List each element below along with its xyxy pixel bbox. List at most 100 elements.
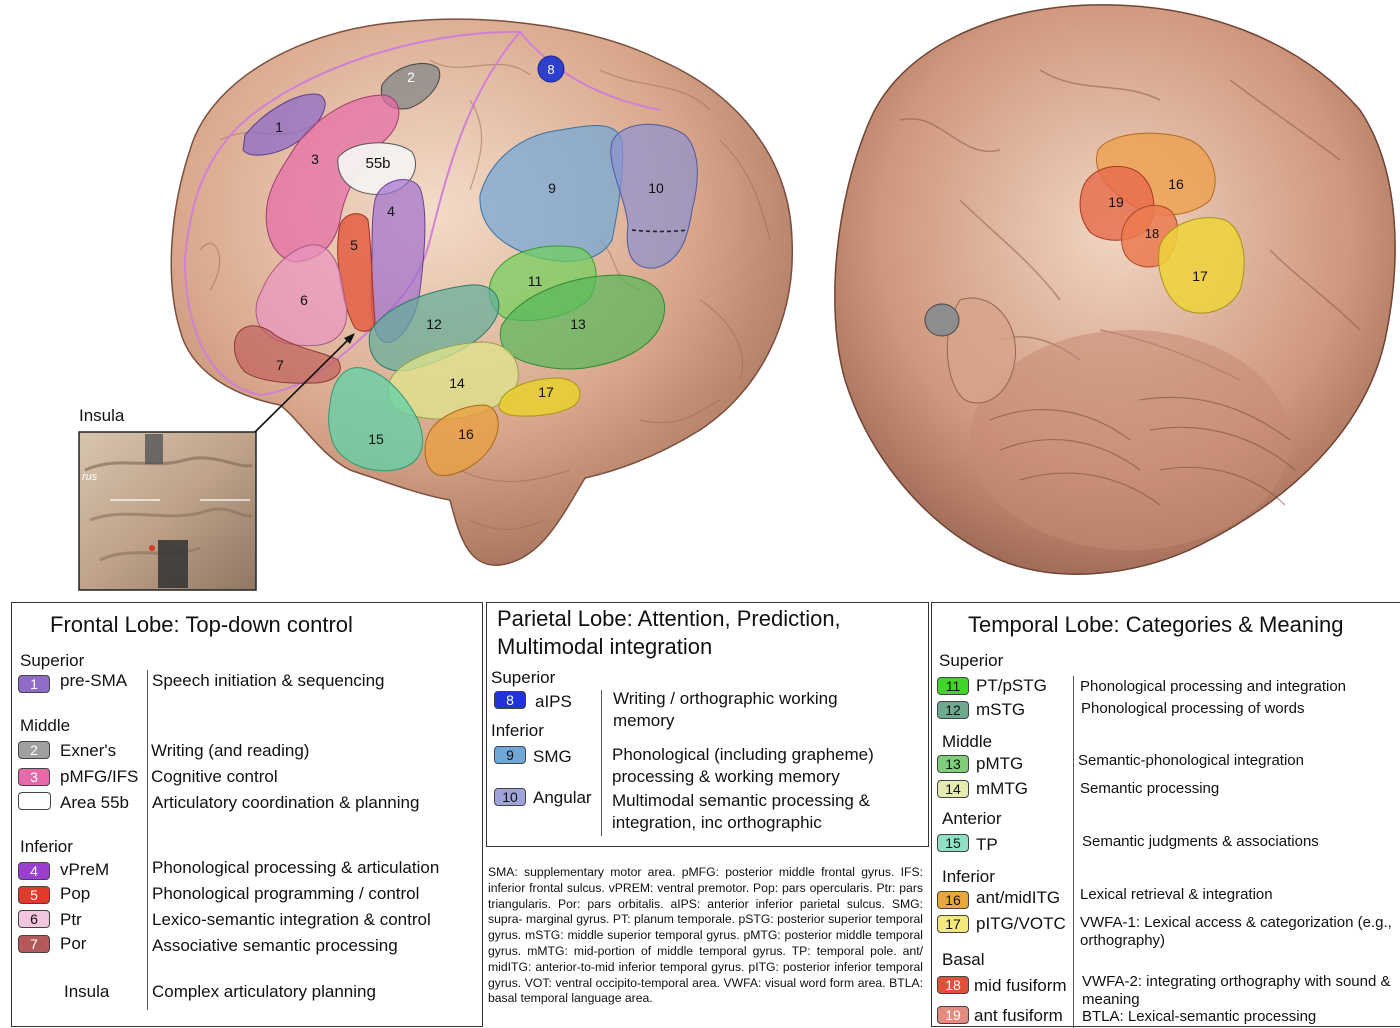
region-name-angular: Angular — [533, 788, 592, 808]
region-function: Lexico-semantic integration & control — [152, 910, 431, 930]
region-function: VWFA-2: integrating orthography with sou… — [1082, 973, 1400, 1009]
badge-16: 16 — [937, 891, 969, 909]
region-name-ptr: Ptr — [60, 910, 82, 930]
region-label: 17 — [538, 384, 554, 400]
brain-illustration: 1 2 3 55b 4 5 6 7 — [0, 0, 1400, 600]
section-anterior: Anterior — [942, 809, 1002, 829]
region-label: 12 — [426, 316, 442, 332]
region-function: Phonological processing of words — [1081, 700, 1400, 718]
region-name-pmfg-ifs: pMFG/IFS — [60, 767, 138, 787]
region-name-insula: Insula — [64, 982, 109, 1002]
parietal-title-line1: Parietal Lobe: Attention, Prediction, — [497, 605, 841, 633]
region-8: 8 — [538, 56, 564, 82]
region-label: 11 — [528, 273, 543, 289]
region-name-vprem: vPreM — [60, 860, 109, 880]
region-label: 3 — [311, 151, 319, 167]
badge-13: 13 — [937, 755, 969, 773]
region-label: 13 — [570, 316, 586, 332]
temporal-title: Temporal Lobe: Categories & Meaning — [968, 611, 1343, 639]
region-name-pop: Pop — [60, 884, 90, 904]
region-name-pre-sma: pre-SMA — [60, 671, 127, 691]
insula-inset-label: Insula — [79, 406, 124, 426]
region-function: Writing (and reading) — [151, 741, 309, 761]
region-function: Lexical retrieval & integration — [1080, 886, 1400, 904]
region-name-exners: Exner's — [60, 741, 116, 761]
region-name-pitg-votc: pITG/VOTC — [976, 914, 1066, 934]
region-name-mid-fusiform: mid fusiform — [974, 976, 1067, 996]
gray-marker — [925, 304, 959, 336]
section-middle: Middle — [942, 732, 992, 752]
badge-17: 17 — [937, 915, 969, 933]
region-name-smg: SMG — [533, 747, 572, 767]
section-inferior: Inferior — [20, 837, 73, 857]
region-function: Multimodal semantic processing & integra… — [612, 790, 902, 834]
badge-2: 2 — [18, 741, 50, 759]
region-label: 15 — [368, 431, 384, 447]
region-name-por: Por — [60, 934, 86, 954]
region-function: BTLA: Lexical-semantic processing — [1082, 1008, 1400, 1026]
region-label: 2 — [407, 69, 415, 85]
region-label: 6 — [300, 292, 308, 308]
region-label: 16 — [458, 426, 474, 442]
photo-text: rus — [82, 471, 98, 483]
region-label: 5 — [350, 237, 358, 253]
region-label: 7 — [276, 357, 284, 373]
region-label: 19 — [1108, 194, 1124, 210]
region-label: 16 — [1168, 176, 1184, 192]
region-name-pt-pstg: PT/pSTG — [976, 676, 1047, 696]
section-middle: Middle — [20, 716, 70, 736]
region-label: 55b — [365, 155, 390, 172]
region-function: Phonological processing & articulation — [152, 858, 439, 878]
region-function: Articulatory coordination & planning — [152, 793, 419, 813]
badge-9: 9 — [494, 746, 526, 764]
abbreviations-legend: SMA: supplementary motor area. pMFG: pos… — [488, 865, 923, 1007]
column-divider — [601, 690, 602, 836]
region-function: Semantic processing — [1080, 780, 1400, 798]
region-label: 8 — [547, 62, 554, 77]
badge-4: 4 — [18, 862, 50, 880]
badge-10: 10 — [494, 788, 526, 806]
region-label: 18 — [1145, 226, 1159, 241]
region-name-pmtg: pMTG — [976, 754, 1023, 774]
badge-5: 5 — [18, 886, 50, 904]
region-name-aips: aIPS — [535, 692, 572, 712]
badge-12: 12 — [937, 701, 969, 719]
insula-inset-photo: rus — [79, 432, 256, 590]
region-function: Cognitive control — [151, 767, 278, 787]
badge-14: 14 — [937, 780, 969, 798]
section-inferior: Inferior — [491, 721, 544, 741]
badge-3: 3 — [18, 768, 50, 786]
section-superior: Superior — [20, 651, 84, 671]
badge-1: 1 — [18, 675, 50, 693]
lateral-brain-view: 1 2 3 55b 4 5 6 7 — [171, 19, 792, 565]
region-name-ant-fusiform: ant fusiform — [974, 1006, 1063, 1026]
region-function: Phonological (including grapheme) proces… — [612, 744, 912, 788]
badge-15: 15 — [937, 834, 969, 852]
ventral-brain-view: 16 19 18 17 — [835, 5, 1395, 574]
badge-8: 8 — [494, 691, 526, 709]
region-function: Complex articulatory planning — [152, 982, 376, 1002]
region-label: 17 — [1192, 268, 1208, 284]
region-function: Speech initiation & sequencing — [152, 671, 385, 691]
section-basal: Basal — [942, 950, 985, 970]
badge-18: 18 — [937, 976, 969, 994]
badge-7: 7 — [18, 935, 50, 953]
badge-19: 19 — [937, 1006, 969, 1024]
region-function: Phonological programming / control — [152, 884, 419, 904]
region-function: Phonological processing and integration — [1080, 678, 1400, 696]
region-label: 4 — [387, 203, 395, 219]
region-name-mstg: mSTG — [976, 700, 1025, 720]
region-function: Semantic judgments & associations — [1082, 833, 1400, 851]
region-label: 9 — [548, 180, 556, 196]
ventral-region-17: 17 — [1159, 218, 1244, 313]
badge-11: 11 — [937, 677, 969, 695]
region-name-ant-miditg: ant/midITG — [976, 888, 1060, 908]
parietal-title-line2: Multimodal integration — [497, 633, 712, 661]
region-function: Associative semantic processing — [152, 936, 398, 956]
column-divider — [1073, 676, 1074, 1028]
frontal-title: Frontal Lobe: Top-down control — [50, 611, 353, 639]
section-superior: Superior — [491, 668, 555, 688]
region-label: 10 — [648, 180, 664, 196]
region-name-mmtg: mMTG — [976, 779, 1028, 799]
region-label: 1 — [275, 119, 283, 135]
